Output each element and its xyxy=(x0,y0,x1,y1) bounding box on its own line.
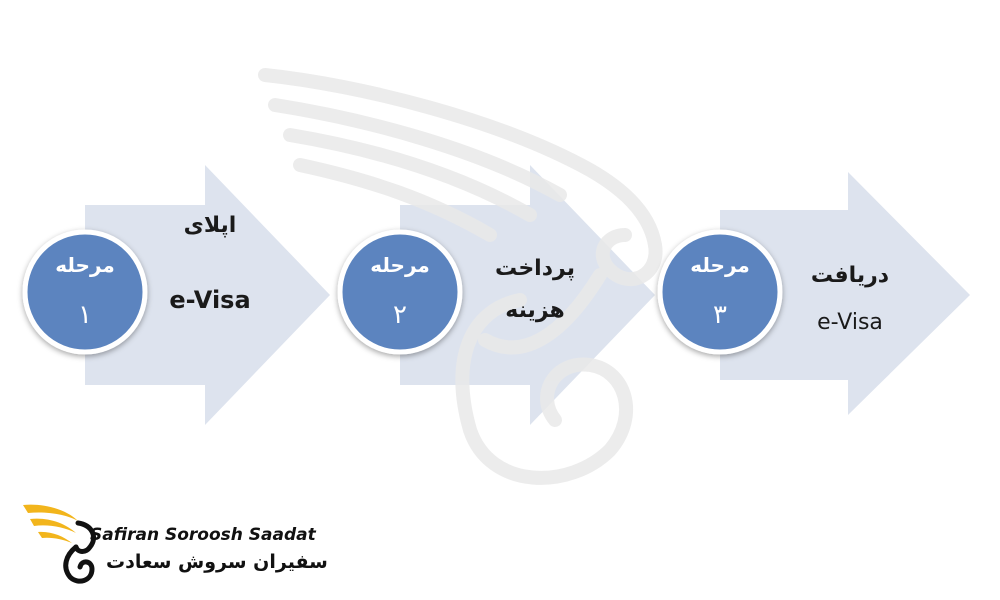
brand-logo[interactable]: Safiran Soroosh Saadat سفیران سروش سعادت xyxy=(18,495,328,590)
step-2-badge-number: ۲ xyxy=(393,300,407,330)
step-3-badge-number: ۳ xyxy=(713,300,727,330)
step-2-text-line1: پرداخت xyxy=(495,256,575,281)
step-1-text-line2: e-Visa xyxy=(169,286,251,314)
brand-name-persian: سفیران سروش سعادت xyxy=(106,551,328,573)
step-1-text-line1: اپلای xyxy=(183,213,237,238)
step-3-badge xyxy=(657,229,783,355)
step-3-text-line1: دریافت xyxy=(810,263,890,288)
watermark-swan-logo xyxy=(258,68,663,485)
step-2-badge xyxy=(337,229,463,355)
step-1-arrow xyxy=(85,165,330,425)
step-2-text-line2: هزینه xyxy=(505,298,565,323)
brand-name-english: Safiran Soroosh Saadat xyxy=(90,525,316,545)
step-1-badge-number: ۱ xyxy=(78,300,92,330)
step-1-badge-title: مرحله xyxy=(55,253,115,277)
swan-wing-icon xyxy=(23,504,96,584)
step-3-badge-title: مرحله xyxy=(690,253,750,277)
step-1-badge xyxy=(22,229,148,355)
step-3-arrow xyxy=(720,172,970,415)
step-2-badge-title: مرحله xyxy=(370,253,430,277)
step-3-text-line2: e-Visa xyxy=(817,310,883,335)
